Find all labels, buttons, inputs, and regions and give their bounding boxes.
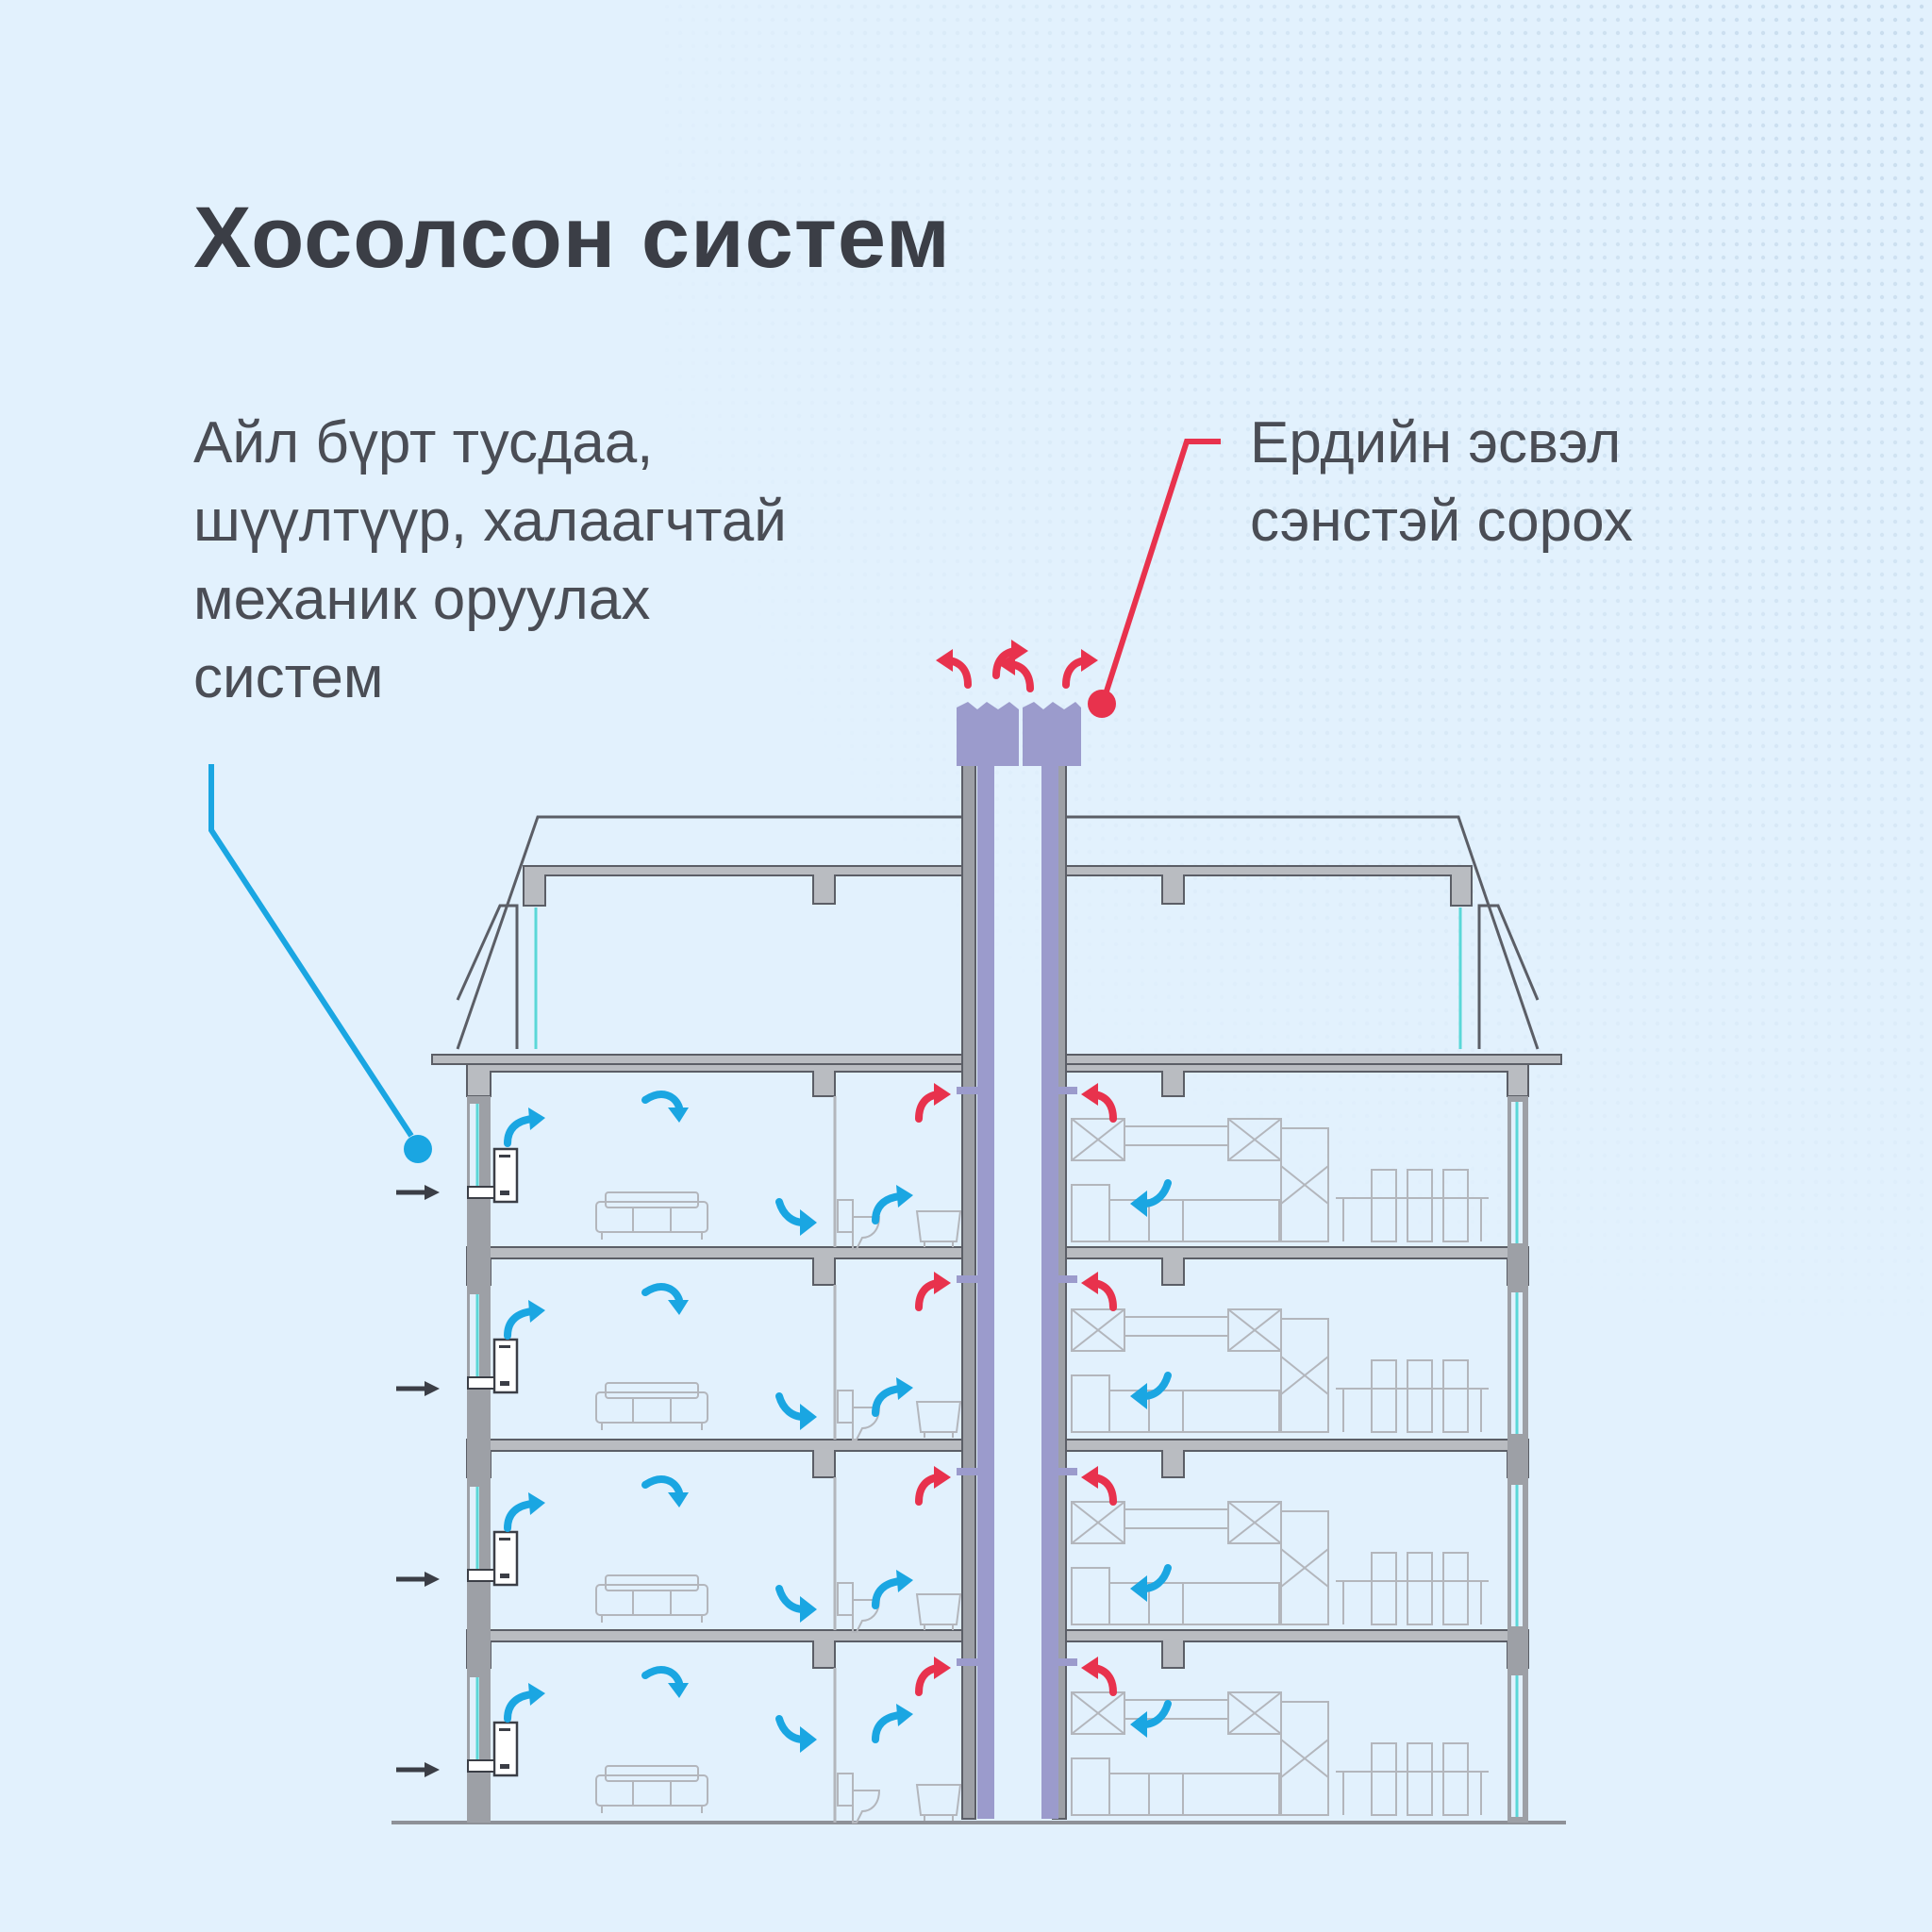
label-line: шүүлтүүр, халаагчтай — [193, 489, 787, 554]
label-line: механик оруулах — [193, 567, 651, 632]
label-line: сэнстэй сорох — [1250, 489, 1633, 554]
label-line: Айл бүрт тусдаа, — [193, 410, 654, 475]
page-title: Хосолсон систем — [193, 190, 951, 286]
dot-pattern-background — [660, 0, 1932, 1321]
exhaust-callout — [1088, 439, 1221, 718]
label-line: Ердийн эсвэл — [1250, 410, 1622, 475]
supply-system-label: Айл бүрт тусдаа, шүүлтүүр, халаагчтай ме… — [193, 404, 787, 717]
exhaust-fan-caps — [957, 702, 1081, 766]
supply-units — [396, 1147, 519, 1777]
supply-callout — [208, 764, 432, 1163]
exhaust-ducts — [957, 764, 1077, 1819]
roof — [456, 815, 1540, 1050]
floor-slabs — [466, 1063, 1529, 1669]
exterior-walls — [467, 1096, 1528, 1823]
label-line: систем — [193, 645, 384, 710]
exhaust-system-label: Ердийн эсвэл сэнстэй сорох — [1250, 404, 1633, 560]
